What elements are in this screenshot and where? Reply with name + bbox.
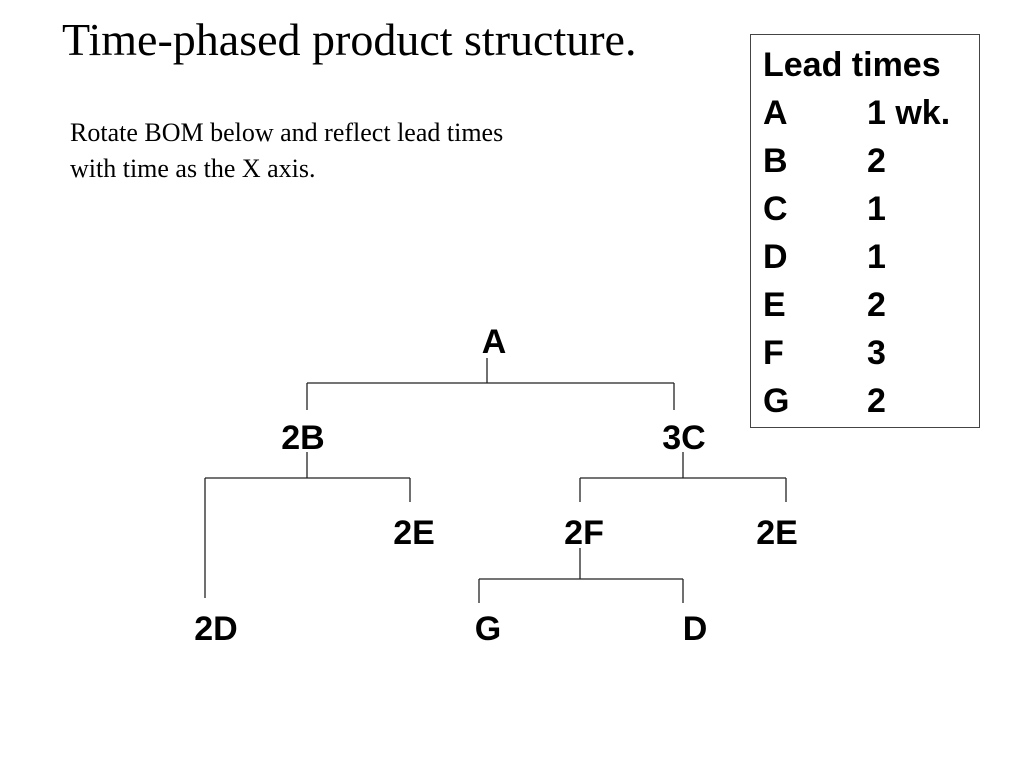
lead-time-item: G [763,382,790,420]
lead-time-item: E [763,286,786,324]
node-g: G [475,610,501,648]
node-f: 2F [564,514,604,552]
lead-time-value: 2 [867,382,886,420]
node-d: 2D [194,610,237,648]
lead-time-value: 3 [867,334,886,372]
node-a: A [482,323,507,361]
lead-times-heading: Lead times [763,46,941,84]
page-title: Time-phased product structure. [62,14,637,65]
instructions-line-1: Rotate BOM below and reflect lead times [70,118,504,147]
lead-time-item: B [763,142,788,180]
lead-time-item: D [763,238,788,276]
node-b: 2B [281,419,324,457]
lead-time-value: 2 [867,286,886,324]
lead-time-value: 2 [867,142,886,180]
lead-time-value: 1 [867,190,886,228]
lead-time-value: 1 wk. [867,94,951,132]
bom-connectors [204,358,787,603]
instructions-line-2: with time as the X axis. [70,154,316,183]
node-c: 3C [662,419,705,457]
lead-time-item: A [763,94,788,132]
node-f-d: D [683,610,708,648]
lead-time-item: C [763,190,788,228]
instructions-text: Rotate BOM below and reflect lead times … [70,115,670,187]
node-c-e: 2E [756,514,798,552]
lead-time-value: 1 [867,238,886,276]
lead-times-table: Lead times A 1 wk. B 2 C 1 D 1 E 2 F 3 G… [750,34,980,428]
node-b-e: 2E [393,514,435,552]
lead-time-item: F [763,334,784,372]
